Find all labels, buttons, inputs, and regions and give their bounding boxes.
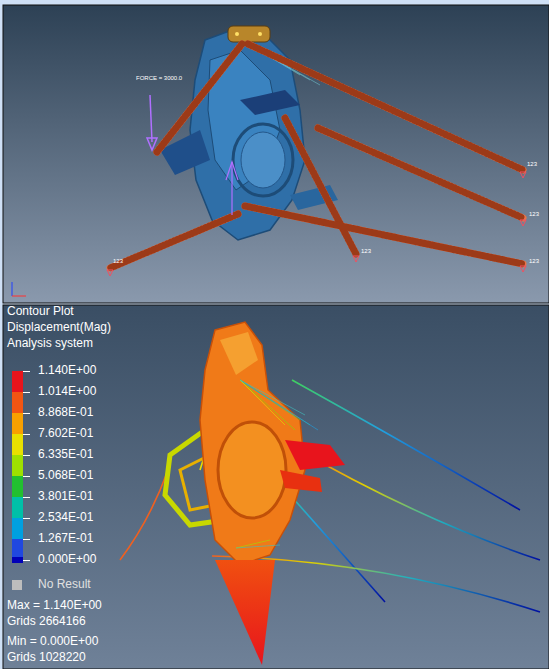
plot-type: Contour Plot (7, 305, 74, 318)
legend-swatch (12, 371, 23, 392)
min-grid: Grids 1028220 (7, 651, 86, 664)
legend-value: 0.000E+00 (38, 553, 96, 566)
constraint-id: 123 (529, 211, 539, 218)
legend-tick (23, 476, 30, 477)
legend-tick (23, 413, 30, 414)
legend-value: 1.267E-01 (38, 532, 93, 545)
legend-value: 6.335E-01 (38, 448, 93, 461)
viewport-bottom (3, 305, 549, 669)
legend-value: 2.534E-01 (38, 511, 93, 524)
legend-tick (23, 434, 30, 435)
legend-swatch (12, 518, 23, 539)
constraint-id: 123 (361, 248, 371, 255)
legend-tick (23, 455, 30, 456)
legend-swatch (12, 497, 23, 518)
legend-value: 1.140E+00 (38, 364, 96, 377)
legend-swatch (12, 580, 22, 590)
legend-value: 7.602E-01 (38, 427, 93, 440)
result-type: Displacement(Mag) (7, 321, 111, 334)
legend-tick (23, 518, 30, 519)
legend-value: 1.014E+00 (38, 385, 96, 398)
constraint-id: 123 (527, 161, 537, 168)
constraint-id: 123 (529, 258, 539, 265)
legend-swatch (12, 392, 23, 413)
legend-tick (23, 371, 30, 372)
legend-tick (23, 560, 30, 561)
force-label: FORCE = 3000.0 (136, 75, 182, 82)
legend-swatch (12, 455, 23, 476)
max-grid: Grids 2664166 (7, 615, 86, 628)
legend-value: 5.068E-01 (38, 469, 93, 482)
legend-value: 8.868E-01 (38, 406, 93, 419)
constraint-id: 123 (113, 258, 123, 265)
legend-tick (23, 539, 30, 540)
legend-swatch (12, 413, 23, 434)
coordinate-system: Analysis system (7, 337, 93, 350)
legend-swatch (12, 557, 23, 563)
legend-value: No Result (38, 578, 91, 591)
legend-tick (23, 497, 30, 498)
legend-value: 3.801E-01 (38, 490, 93, 503)
legend-swatch (12, 434, 23, 455)
legend-swatch (12, 476, 23, 497)
max-value: Max = 1.140E+00 (7, 599, 102, 612)
constraints-and-force (12, 95, 526, 296)
min-value: Min = 0.000E+00 (7, 635, 98, 648)
legend-tick (23, 392, 30, 393)
viewport-top (3, 5, 549, 303)
deformed-contour-model (120, 322, 540, 665)
spring-rods (110, 44, 523, 268)
